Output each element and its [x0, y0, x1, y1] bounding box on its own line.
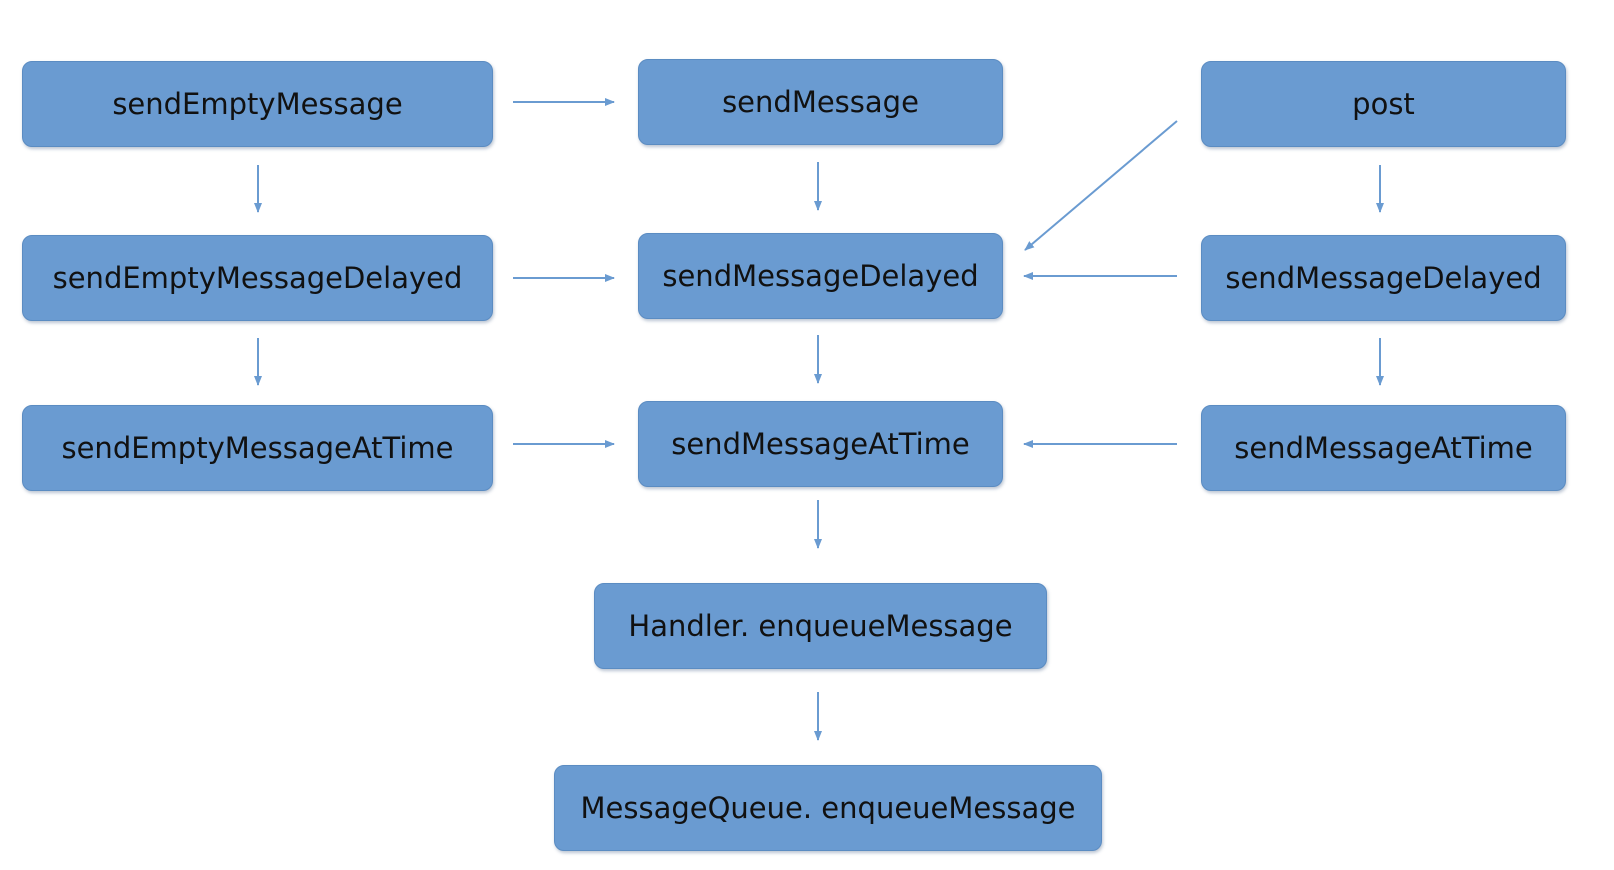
- node-send-message-delayed: sendMessageDelayed: [638, 233, 1003, 319]
- node-send-empty-message-delayed: sendEmptyMessageDelayed: [22, 235, 493, 321]
- node-post: post: [1201, 61, 1566, 147]
- node-message-queue-enqueue-message: MessageQueue. enqueueMessage: [554, 765, 1102, 851]
- node-send-empty-message-at-time: sendEmptyMessageAtTime: [22, 405, 493, 491]
- node-send-message-at-time: sendMessageAtTime: [638, 401, 1003, 487]
- edge-post-to-sendmessagedelayed: [1024, 120, 1178, 251]
- node-handler-enqueue-message: Handler. enqueueMessage: [594, 583, 1047, 669]
- node-post-send-message-at-time: sendMessageAtTime: [1201, 405, 1566, 491]
- node-send-message: sendMessage: [638, 59, 1003, 145]
- node-post-send-message-delayed: sendMessageDelayed: [1201, 235, 1566, 321]
- node-send-empty-message: sendEmptyMessage: [22, 61, 493, 147]
